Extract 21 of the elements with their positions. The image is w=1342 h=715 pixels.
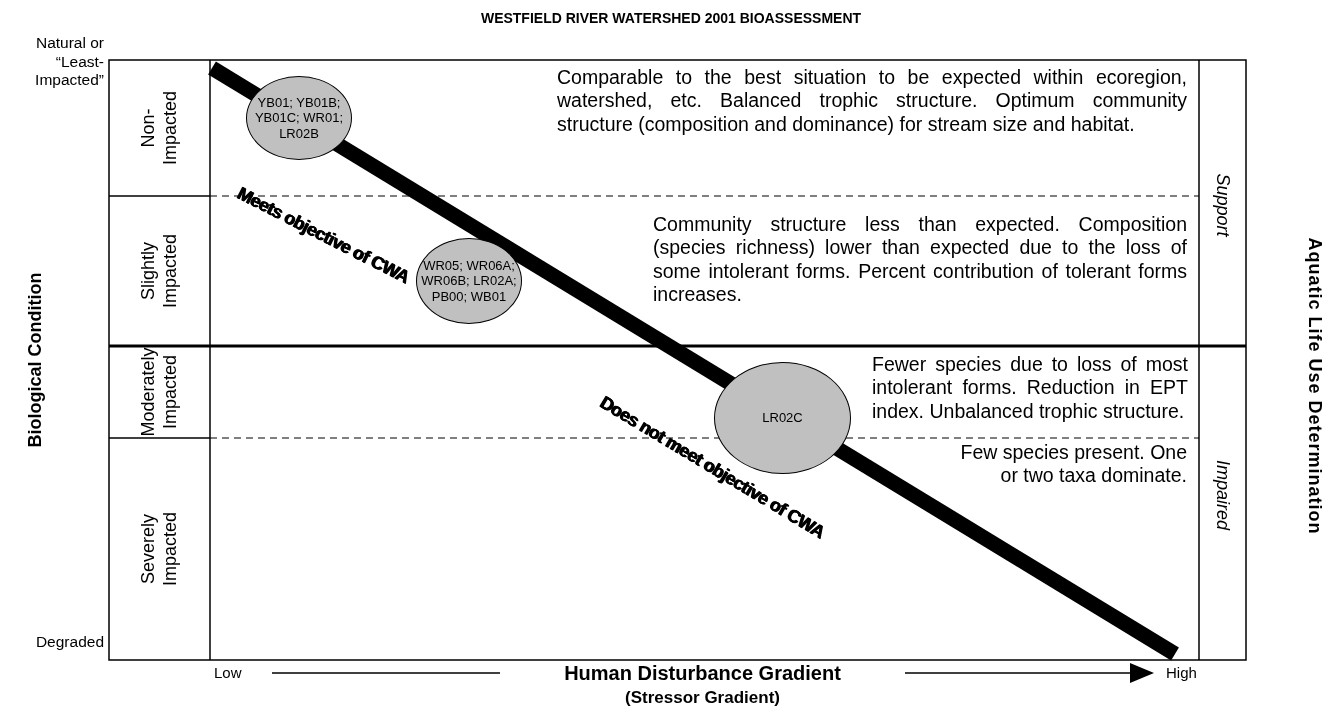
- axis-title: Biological Condition: [25, 272, 47, 448]
- description-text: Community structure less than expected. Composition (species richness) lower than expected due to the loss of some intolerant forms. Percent contribution of tolerant forms increases.: [653, 213, 1187, 307]
- use-category-label: Impaired: [1211, 460, 1233, 530]
- axis-end-label: High: [1166, 664, 1198, 682]
- axis-end-label: Natural or “Least- Impacted”: [34, 34, 104, 90]
- description-text: Comparable to the best situation to be expected within ecoregion, watershed, etc. Balanced trophic structure. Optimum community structure (composition and dominance) for stream size and habitat.: [557, 66, 1187, 137]
- axis-subtitle: (Stressor Gradient): [624, 688, 781, 709]
- axis-title: Aquatic Life Use Determination: [1303, 237, 1325, 535]
- use-category-label: Support: [1211, 173, 1233, 237]
- axis-end-label: Low: [214, 664, 243, 682]
- axis-end-label: Degraded: [34, 633, 104, 652]
- site-ellipse: YB01; YB01B; YB01C; WR01; LR02B: [246, 76, 352, 160]
- axis-title: Human Disturbance Gradient: [563, 661, 842, 685]
- chart-title: WESTFIELD RIVER WATERSHED 2001 BIOASSESSMENT: [479, 10, 863, 27]
- category-label: Non- Impacted: [138, 90, 181, 168]
- category-label: Slightly Impacted: [138, 233, 181, 311]
- description-text: Few species present. One or two taxa dominate.: [960, 441, 1187, 488]
- category-label: Moderately Impacted: [138, 346, 181, 439]
- category-label: Severely Impacted: [138, 511, 181, 589]
- description-text: Fewer species due to loss of most intolerant forms. Reduction in EPT index. Unbalanced trophic structure.: [872, 353, 1188, 424]
- site-ellipse: WR05; WR06A; WR06B; LR02A; PB00; WB01: [416, 238, 522, 324]
